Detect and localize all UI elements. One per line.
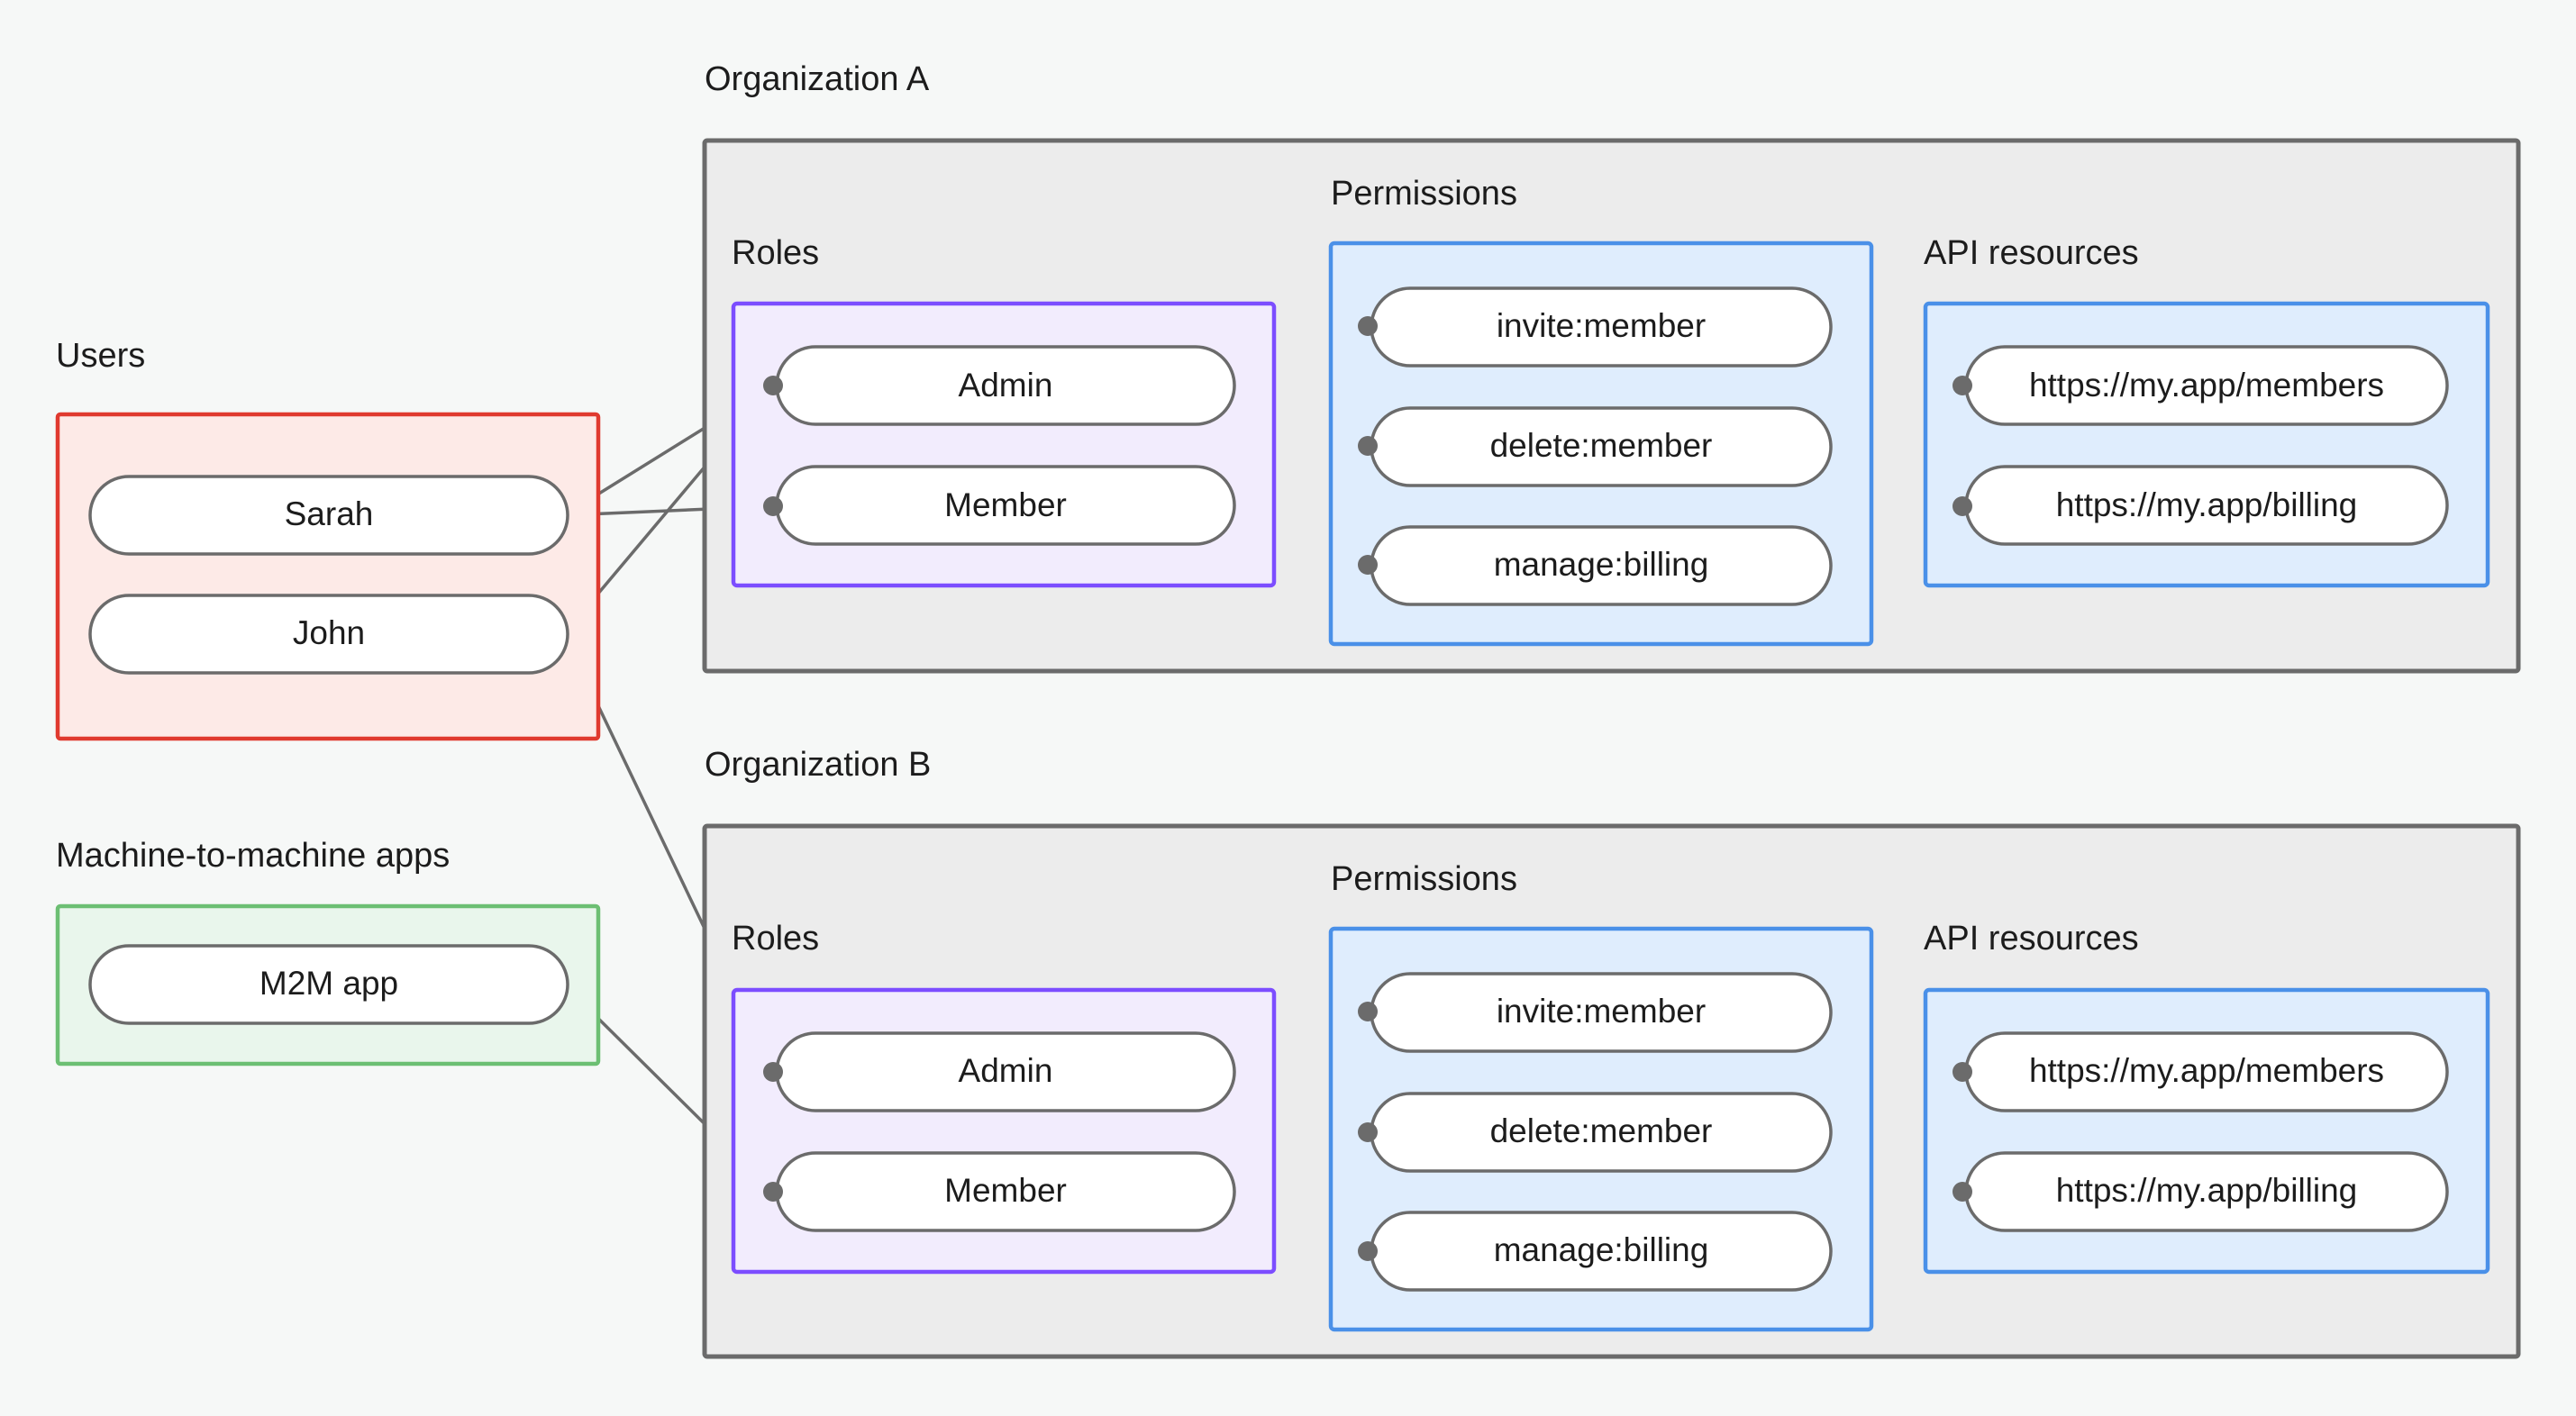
orgB-permission-billing-port [1358,1241,1378,1261]
users-label: Users [56,337,145,375]
orgA-permission-delete-member-label: delete:member [1490,427,1713,464]
orgB-permission-manage-billing-label: manage:billing [1494,1231,1709,1268]
orgB-permission-delete-member-label: delete:member [1490,1112,1713,1149]
orgA-permissions-label: Permissions [1331,175,1517,213]
orgB-role-admin-label: Admin [959,1052,1053,1089]
user-sarah[interactable] [88,475,569,556]
user-sarah-label: Sarah [285,495,374,532]
m2m-app[interactable] [88,944,569,1025]
orgB-role-member-port [763,1182,783,1202]
orgB-role-admin-port [763,1062,783,1082]
user-john-label: John [293,614,365,651]
orgA-role-admin-port [763,376,783,395]
user-john[interactable] [88,594,569,675]
orgB-permission-delete-port [1358,1122,1378,1142]
orgA-api-members-label: https://my.app/members [2029,367,2384,404]
orgA-permission-invite-port [1358,316,1378,336]
users-container [55,412,601,741]
orgA-role-admin-label: Admin [959,367,1053,404]
orgB-api-members-label: https://my.app/members [2029,1052,2384,1089]
orgB-permission-invite-member-label: invite:member [1497,993,1706,1030]
orgA-permission-invite-member-label: invite:member [1497,307,1706,344]
orgB-api-resources-label: API resources [1924,920,2139,958]
orgB-api-billing-label: https://my.app/billing [2056,1172,2358,1209]
orgA-api-members-port [1952,376,1972,395]
orgA-role-member-label: Member [944,486,1067,523]
orgA-permission-billing-port [1358,555,1378,575]
orgB-roles-label: Roles [732,920,819,958]
orgB-permission-invite-port [1358,1002,1378,1021]
orgB-permissions-label: Permissions [1331,860,1517,898]
orgA-api-resources-label: API resources [1924,234,2139,272]
orgA-api-billing-label: https://my.app/billing [2056,486,2358,523]
orgB-api-billing-port [1952,1182,1972,1202]
organization-b-title: Organization B [705,746,931,784]
m2m-label: Machine-to-machine apps [56,837,450,875]
m2m-app-label: M2M app [259,965,398,1002]
orgA-permission-manage-billing-label: manage:billing [1494,546,1709,583]
organization-a-title: Organization A [705,60,930,98]
orgA-roles-label: Roles [732,234,819,272]
orgB-api-members-port [1952,1062,1972,1082]
orgA-role-member-port [763,496,783,516]
orgA-permission-delete-port [1358,436,1378,456]
orgA-api-billing-port [1952,496,1972,516]
orgB-role-member-label: Member [944,1172,1067,1209]
